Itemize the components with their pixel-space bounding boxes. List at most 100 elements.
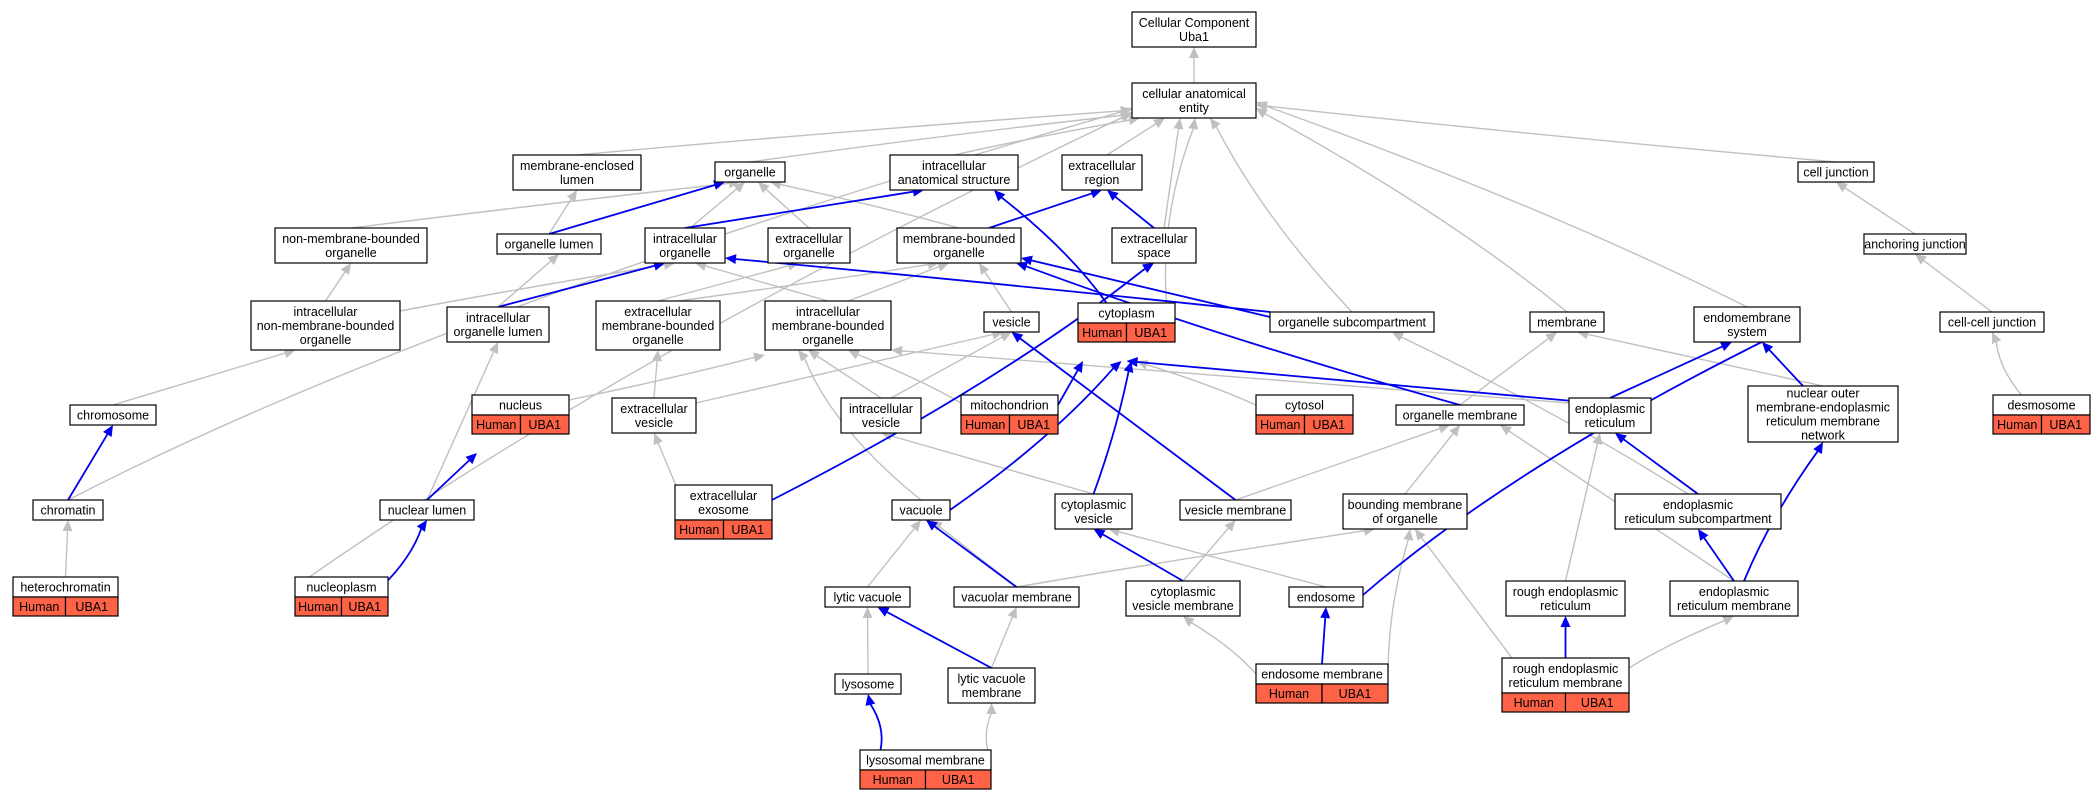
arrowhead-20	[979, 263, 990, 275]
node-membrane[interactable]: membrane	[1529, 311, 1605, 333]
node-lyticvac[interactable]: lytic vacuole	[824, 586, 911, 608]
node-anchjunc[interactable]: anchoring junction	[1863, 233, 1967, 255]
node-ccjunc[interactable]: cell-cell junction	[1939, 311, 2045, 333]
node-label: reticulum	[1585, 416, 1636, 430]
edge-27	[568, 356, 756, 401]
arrowhead-26	[283, 348, 296, 358]
node-label: intracellular	[796, 305, 860, 319]
node-label: organelle	[325, 246, 376, 260]
node-box	[32, 499, 104, 521]
node-label: endomembrane	[1703, 311, 1791, 325]
node-label: vesicle	[635, 416, 673, 430]
gene-cell	[1125, 322, 1176, 343]
node-label: intracellular	[653, 232, 717, 246]
node-label: nuclear outer	[1787, 387, 1860, 401]
node-celljunc[interactable]: cell junction	[1797, 161, 1875, 183]
edge-9	[764, 188, 810, 229]
gene-cell	[1303, 414, 1354, 435]
gene-label: UBA1	[1134, 326, 1167, 340]
node-label: reticulum membrane	[1766, 415, 1880, 429]
gene-label: UBA1	[731, 523, 764, 537]
node-vesicle[interactable]: vesicle	[983, 311, 1040, 333]
arrowhead-57	[1183, 616, 1195, 627]
edge-60	[1628, 619, 1726, 669]
arrowhead-8	[733, 182, 745, 193]
node-endosome[interactable]: endosome	[1288, 586, 1364, 608]
node-box	[1568, 397, 1652, 434]
node-orgsub[interactable]: organelle subcompartment	[1269, 311, 1435, 333]
node-box	[1061, 154, 1143, 191]
edge-40	[426, 350, 495, 501]
node-vesmem[interactable]: vesicle membrane	[1179, 499, 1292, 521]
node-vacuole[interactable]: vacuole	[891, 499, 951, 521]
edge-23	[1264, 112, 1568, 313]
edge-79	[1609, 345, 1724, 399]
species-label: Human	[1514, 696, 1554, 710]
gene-cell	[1008, 414, 1059, 435]
edge-10	[779, 183, 960, 229]
arrowhead-83	[926, 520, 938, 531]
edge-26	[112, 352, 287, 406]
node-vacmem[interactable]: vacuolar membrane	[953, 586, 1080, 608]
node-chromosome[interactable]: chromosome	[69, 404, 157, 426]
node-box	[840, 397, 922, 434]
node-nuclumen[interactable]: nuclear lumen	[379, 499, 475, 521]
node-label: heterochromatin	[20, 581, 110, 595]
node-label: non-membrane-bounded	[282, 232, 420, 246]
node-label: organelle	[659, 246, 710, 260]
edge-70	[1025, 265, 1461, 406]
arrowhead-51	[1224, 520, 1236, 532]
arrowhead-31	[999, 332, 1012, 342]
node-label: chromosome	[77, 409, 149, 423]
node-nucouter[interactable]: nuclear outermembrane-endoplasmicreticul…	[1747, 385, 1899, 443]
arrowhead-0	[1189, 47, 1199, 58]
gene-label: UBA1	[348, 600, 381, 614]
node-inmbo[interactable]: intracellularnon-membrane-boundedorganel…	[250, 300, 401, 351]
node-orglumen[interactable]: organelle lumen	[496, 233, 602, 255]
node-orgmem[interactable]: organelle membrane	[1395, 404, 1525, 426]
gene-label: UBA1	[1339, 687, 1372, 701]
node-chromatin[interactable]: chromatin	[32, 499, 104, 521]
node-box	[1747, 385, 1899, 443]
species-label: Human	[873, 773, 913, 787]
node-organelle[interactable]: organelle	[714, 161, 786, 183]
node-box	[764, 300, 892, 351]
node-lysosome[interactable]: lysosome	[834, 673, 902, 695]
edge-53	[1564, 442, 1599, 582]
